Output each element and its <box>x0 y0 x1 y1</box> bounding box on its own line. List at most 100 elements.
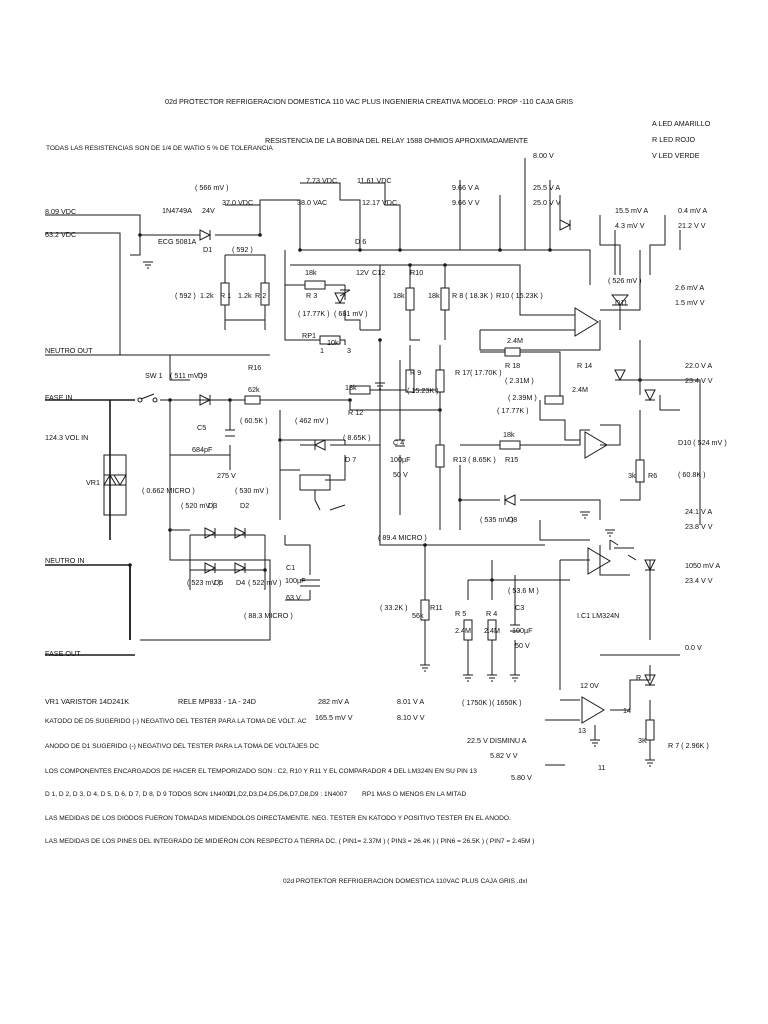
label-v-580: 5.80 V <box>511 773 532 782</box>
label-d1: D1 <box>203 245 212 254</box>
label-v-04: 0.4 mV A <box>678 206 707 215</box>
label-r62k: 62k <box>248 385 260 394</box>
label-neutro-out: NEUTRO OUT <box>45 346 93 355</box>
label-v-1777: ( 17.77K ) <box>298 309 330 318</box>
label-v-282: 282 mV A <box>318 697 349 706</box>
label-r3k: 3k <box>628 471 636 480</box>
label-v-380: 38.0 VAC <box>297 198 327 207</box>
label-r10k: 10k <box>327 338 339 347</box>
label-c684: 684pF <box>192 445 213 454</box>
note-rele: RELE MP833 - 1A - 24D <box>178 697 256 706</box>
legend-led-amarillo: A LED AMARILLO <box>652 119 711 128</box>
label-c3: C3 <box>515 603 524 612</box>
label-v-1750: ( 1750K ) <box>462 698 492 707</box>
label-v-1523: ( 15.23K ) <box>407 386 439 395</box>
legend-led-rojo: R LED ROJO <box>652 135 696 144</box>
label-v-511: ( 511 mV ) <box>170 371 203 380</box>
note-varistor: VR1 VARISTOR 14D241K <box>45 697 129 706</box>
label-c3v: 100µF <box>512 626 533 635</box>
label-d6: D 6 <box>355 237 366 246</box>
label-p12: 12 <box>580 681 588 690</box>
label-ecg: ECG 5081A <box>158 237 197 246</box>
label-r56k: 56k <box>412 611 424 620</box>
label-v-1243: 124.3 VOL IN <box>45 433 88 442</box>
label-r1k2b: 1.2k <box>238 291 252 300</box>
label-c4v2: 50 V <box>393 470 408 479</box>
label-v-12v: 12V <box>356 268 369 277</box>
label-v-212: 21.2 V V <box>678 221 706 230</box>
note-diodos-list: D1,D2,D3,D4,D5,D6,D7,D8,D9 : 1N4007 <box>228 791 347 798</box>
resistor-note: TODAS LAS RESISTENCIAS SON DE 1/4 DE WAT… <box>46 145 273 152</box>
label-r10-top: R10 <box>410 268 423 277</box>
label-v-681: ( 681 mV ) <box>334 309 368 318</box>
label-d3: D3 <box>208 501 217 510</box>
label-fase-in: FASE IN <box>45 393 73 402</box>
label-d8: D8 <box>508 515 517 524</box>
label-r18k-c: 18k <box>428 291 440 300</box>
label-v-0v: 0V <box>590 681 599 690</box>
label-rled: R <box>636 673 641 682</box>
label-r14: R 14 <box>577 361 592 370</box>
note-rp1: RP1 MAS O MENOS EN LA MITAD <box>362 791 467 798</box>
label-v-15: 1.5 mV V <box>675 298 705 307</box>
label-c1: C1 <box>286 563 295 572</box>
label-c4v: 100µF <box>390 455 411 464</box>
note-katodo: KATODO DE D5 SUGERIDO (-) NEGATIVO DEL T… <box>45 718 307 725</box>
junctions <box>128 233 642 582</box>
label-r10v: R10 ( 15.23K ) <box>496 291 543 300</box>
resistors <box>220 280 655 741</box>
label-d-1n4749: 1N4749A <box>162 206 192 215</box>
label-v-332: ( 33.2K ) <box>380 603 408 612</box>
label-c12: C12 <box>372 268 385 277</box>
label-r1: R 1 <box>220 291 231 300</box>
label-c5: C5 <box>197 423 206 432</box>
label-neutro-in: NEUTRO IN <box>45 556 85 565</box>
label-v-250: 25.0 V V <box>533 198 561 207</box>
label-p1: 1 <box>320 346 324 355</box>
grounds <box>143 261 655 767</box>
note-diodos: D 1, D 2, D 3, D 4, D 5, D 6, D 7, D 8, … <box>45 791 233 798</box>
label-d4: D4 <box>236 578 245 587</box>
note-medidas-pines: LAS MEDIDAS DE LOS PINES DEL INTEGRADO D… <box>45 838 534 845</box>
label-v-370: 37.0 VDC <box>222 198 253 207</box>
label-r6: R6 <box>648 471 657 480</box>
label-d11: D11 <box>615 298 628 307</box>
label-r1k2a: 1.2k <box>200 291 214 300</box>
capacitors <box>225 289 520 632</box>
label-r3: R 3 <box>306 291 317 300</box>
label-v-582: 5.82 V V <box>490 751 518 760</box>
label-vr1: VR1 <box>86 478 100 487</box>
label-r18k-b: 18k <box>393 291 405 300</box>
label-v-809: 8.09 VDC <box>45 207 76 216</box>
note-medidas-diodos: LAS MEDIDAS DE LOS DIODOS FUERON TOMADAS… <box>45 815 511 822</box>
label-v-1655: 165.5 mV V <box>315 713 353 722</box>
label-p3: 3 <box>347 346 351 355</box>
label-v-608: ( 60.8K ) <box>678 470 706 479</box>
label-v-865: ( 8.65K ) <box>343 433 371 442</box>
label-v-632: 63.2 VDC <box>45 230 76 239</box>
label-v-1770: ( 17.70K ) <box>470 368 502 377</box>
legend-led-verde: V LED VERDE <box>652 151 700 160</box>
label-v-155: 15.5 mV A <box>615 206 648 215</box>
label-v-522: ( 522 mV ) <box>248 578 282 587</box>
label-r18: R 18 <box>505 361 520 370</box>
label-v-523: ( 523 mV ) <box>187 578 221 587</box>
label-v-801: 8.01 V A <box>397 697 424 706</box>
label-v-225: 22.5 V DISMINU A <box>467 736 527 745</box>
note-anodo: ANODO DE D1 SUGERIDO (-) NEGATIVO DEL TE… <box>45 743 319 750</box>
label-v-800: 8.00 V <box>533 151 554 160</box>
label-v-231: ( 2.31M ) <box>505 376 534 385</box>
label-r9: R 9 <box>410 368 421 377</box>
label-r18k-d: 18k <box>345 383 357 392</box>
label-c4: C 4 <box>393 438 404 447</box>
label-v-1217: 12.17 VDC <box>362 198 397 207</box>
label-p14: 14 <box>623 706 631 715</box>
label-r2-4m-b: 2.4M <box>572 385 588 394</box>
label-v-530: ( 530 mV ) <box>235 486 269 495</box>
label-v-238: 23.8 V V <box>685 522 713 531</box>
label-p11: 11 <box>598 763 605 772</box>
label-v-592b: ( 592 ) <box>175 291 196 300</box>
label-v-1650: ( 1650K ) <box>492 698 522 707</box>
label-v-773: 7.73 VDC <box>306 176 337 185</box>
label-r17: R 17 <box>455 368 470 377</box>
